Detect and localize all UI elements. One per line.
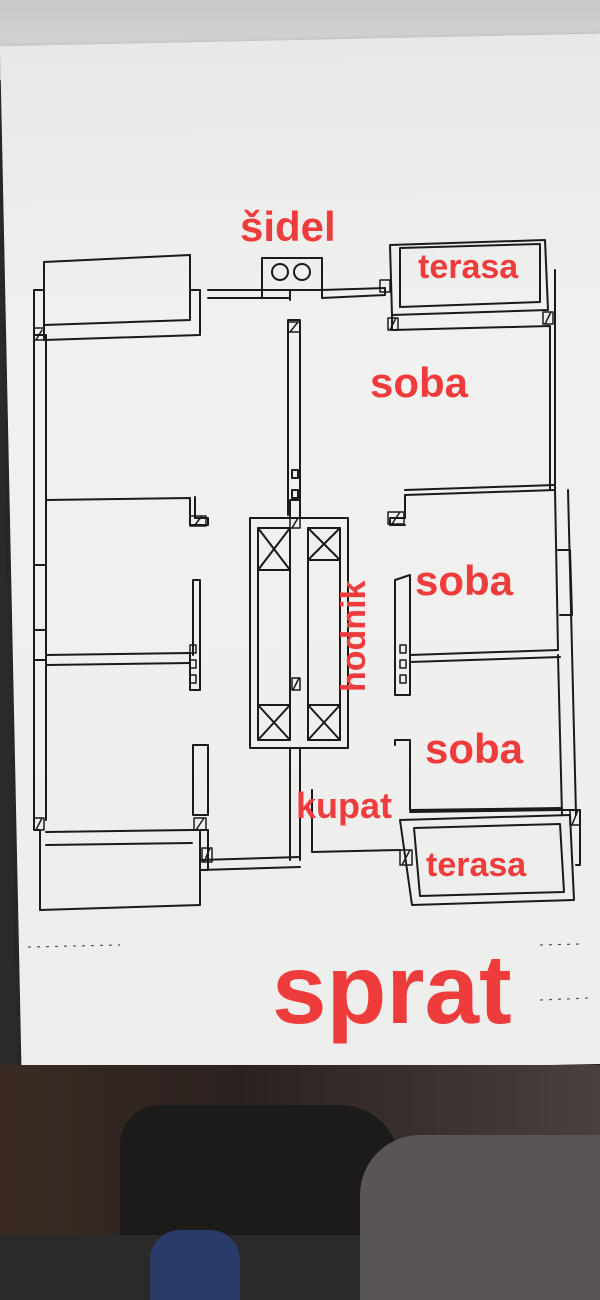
- label-bathroom: kupat: [296, 785, 393, 826]
- label-floor: sprat: [272, 934, 512, 1044]
- left-corridor-wall: [199, 289, 291, 321]
- hatched-wall-segments: [33, 279, 581, 866]
- left-wall-middle: [33, 499, 47, 661]
- stair-diagonal-top-left: [257, 527, 291, 571]
- central-wall: [287, 319, 301, 516]
- right-wall-top: [391, 269, 556, 491]
- right-room-divider-2: [394, 574, 561, 696]
- right-room-divider-3: [394, 739, 563, 813]
- stair-diagonal-top-right: [307, 527, 341, 561]
- label-hallway: hodnik: [335, 580, 373, 692]
- right-wall-middle: [554, 489, 573, 651]
- left-room-divider-1: [45, 496, 209, 526]
- bottom-right-balcony: [399, 814, 575, 906]
- left-wall-lower: [33, 659, 47, 821]
- label-room-2: soba: [415, 557, 514, 604]
- top-right-balcony: [389, 239, 549, 316]
- chimney-flue-2: [293, 263, 311, 281]
- top-left-balcony: [43, 254, 191, 326]
- blue-object: [150, 1230, 240, 1300]
- stair-diagonal-bottom-right: [307, 704, 341, 741]
- left-windows-frame: [33, 564, 47, 631]
- chimney-box: [261, 257, 323, 291]
- door-markers: [189, 644, 407, 684]
- label-terrace-top: terasa: [418, 248, 519, 286]
- left-room-divider-2: [45, 579, 201, 691]
- floor-plan-drawing: [27, 239, 591, 1001]
- label-room-1: soba: [370, 359, 469, 406]
- dark-object: [120, 1105, 400, 1235]
- right-windows-frame: [557, 549, 573, 616]
- label-chimney: šidel: [240, 203, 336, 250]
- label-terrace-bottom: terasa: [426, 846, 527, 884]
- right-room-divider-1: [389, 484, 556, 526]
- outer-wall-left: [33, 254, 201, 501]
- chimney-flue-1: [271, 263, 289, 281]
- right-wall-lower: [557, 649, 577, 816]
- bottom-left-balcony: [33, 819, 201, 911]
- label-room-3: soba: [425, 725, 524, 772]
- left-room-divider-3: [45, 662, 191, 666]
- stair-diagonal-bottom-left: [257, 704, 291, 741]
- paper-dashes: [27, 943, 591, 1001]
